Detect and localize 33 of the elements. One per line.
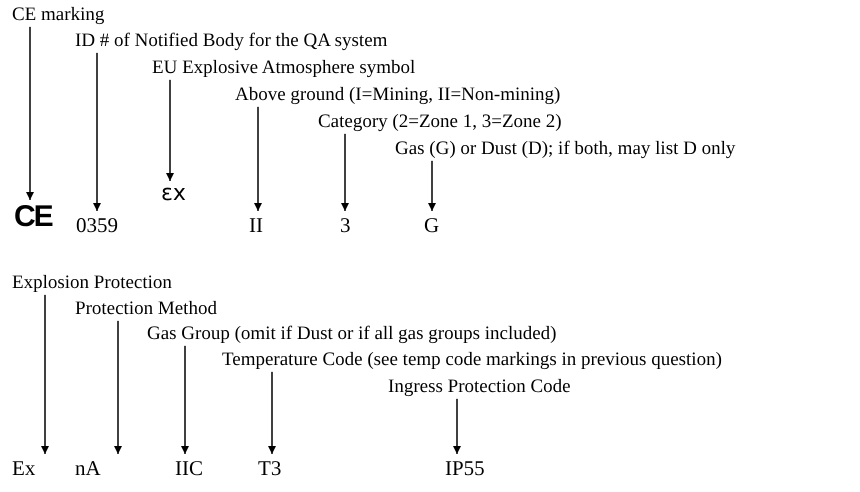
arrow — [428, 160, 436, 211]
marking-code: G — [424, 213, 440, 238]
marking-code: nA — [75, 456, 101, 480]
arrow — [26, 26, 34, 200]
marking-symbol: εx — [161, 183, 186, 205]
callout-text: Gas Group (omit if Dust or if all gas groups included) — [147, 323, 556, 345]
callout-text: Category (2=Zone 1, 3=Zone 2) — [318, 111, 562, 133]
callout-text: Above ground (I=Mining, II=Non-mining) — [235, 84, 560, 106]
arrow — [341, 134, 349, 211]
marking-code: Ex — [12, 456, 36, 480]
arrow — [453, 398, 461, 454]
marking-code: IP55 — [445, 456, 485, 480]
callout-text: Temperature Code (see temp code markings in previous question) — [222, 349, 722, 371]
callout-text: Gas (G) or Dust (D); if both, may list D only — [395, 138, 736, 160]
marking-code: 0359 — [76, 213, 118, 238]
marking-code: II — [249, 213, 263, 238]
arrow — [254, 106, 262, 211]
arrow — [268, 372, 276, 454]
callout-text: CE marking — [12, 4, 104, 26]
arrow — [181, 346, 189, 454]
marking-code: T3 — [258, 456, 282, 480]
marking-symbol: CE — [14, 202, 52, 232]
arrow — [114, 320, 122, 454]
marking-code: 3 — [340, 213, 350, 238]
arrow — [93, 52, 101, 211]
arrow — [41, 294, 49, 454]
arrow — [166, 80, 174, 181]
callout-text: ID # of Notified Body for the QA system — [75, 30, 388, 52]
callout-text: Protection Method — [75, 298, 217, 320]
marking-code: IIC — [175, 456, 203, 480]
callout-text: EU Explosive Atmosphere symbol — [152, 57, 416, 79]
callout-text: Ingress Protection Code — [388, 376, 571, 398]
callout-text: Explosion Protection — [12, 272, 172, 294]
